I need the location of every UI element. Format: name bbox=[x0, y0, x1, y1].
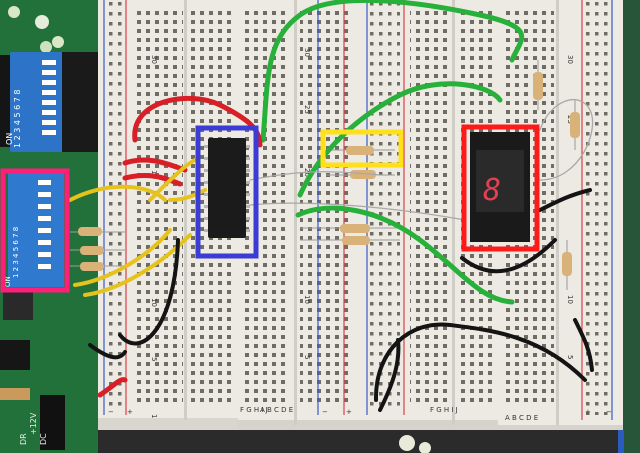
rail-minus-label: − bbox=[108, 408, 114, 416]
wires bbox=[68, 0, 594, 412]
pcb-dc-label: DC bbox=[39, 433, 48, 445]
column-labels: A B C D E bbox=[505, 414, 538, 422]
rail-plus-label: + bbox=[346, 408, 352, 416]
dip-top-numbers: 1 2 3 4 5 6 7 8 bbox=[13, 89, 22, 148]
row-label: 1 bbox=[150, 414, 158, 418]
pcb-lower-components: +12V DC DR bbox=[0, 290, 65, 450]
row-label: 30 bbox=[150, 55, 158, 64]
column-labels: F G H I J bbox=[240, 406, 268, 414]
row-label: 5 bbox=[303, 355, 311, 359]
ic-chip bbox=[204, 138, 250, 238]
pcb-power-label: +12V bbox=[29, 412, 38, 435]
row-label: 5 bbox=[566, 355, 574, 359]
row-label: 10 bbox=[150, 298, 158, 307]
row-label: 10 bbox=[303, 295, 311, 304]
row-label: 30 bbox=[303, 48, 311, 57]
rail-minus-label: − bbox=[322, 408, 328, 416]
rail-minus-label: − bbox=[606, 408, 612, 416]
dip-left-on-label: ON bbox=[4, 276, 12, 287]
dip-top-on-label: ON bbox=[5, 133, 14, 145]
pcb-dr-label: DR bbox=[19, 433, 28, 445]
annotation-box-red bbox=[461, 124, 540, 252]
column-labels: A B C D E bbox=[260, 406, 293, 414]
rail-plus-label: + bbox=[127, 408, 133, 416]
row-label: 5 bbox=[150, 357, 158, 361]
seven-segment-digit: 8 bbox=[483, 173, 501, 208]
annotation-box-blue bbox=[195, 125, 259, 259]
row-label: 30 bbox=[566, 55, 574, 64]
column-labels: F G H I J bbox=[430, 406, 458, 414]
rail-plus-label: + bbox=[585, 408, 591, 416]
dip-left-numbers: 1 2 3 4 5 6 7 8 bbox=[12, 227, 20, 278]
resistors bbox=[70, 60, 580, 290]
pcb-leds bbox=[8, 6, 64, 53]
seven-segment-display: 8 bbox=[470, 132, 530, 242]
dip-switch-left: 1 2 3 4 5 6 7 8 ON bbox=[4, 172, 64, 287]
row-label: 10 bbox=[566, 295, 574, 304]
dip-switch-top: 1 2 3 4 5 6 7 8 ON bbox=[0, 52, 98, 152]
row-label: 25 bbox=[303, 105, 311, 114]
annotation-box-magenta bbox=[0, 168, 70, 293]
annotation-box-yellow bbox=[320, 129, 404, 168]
